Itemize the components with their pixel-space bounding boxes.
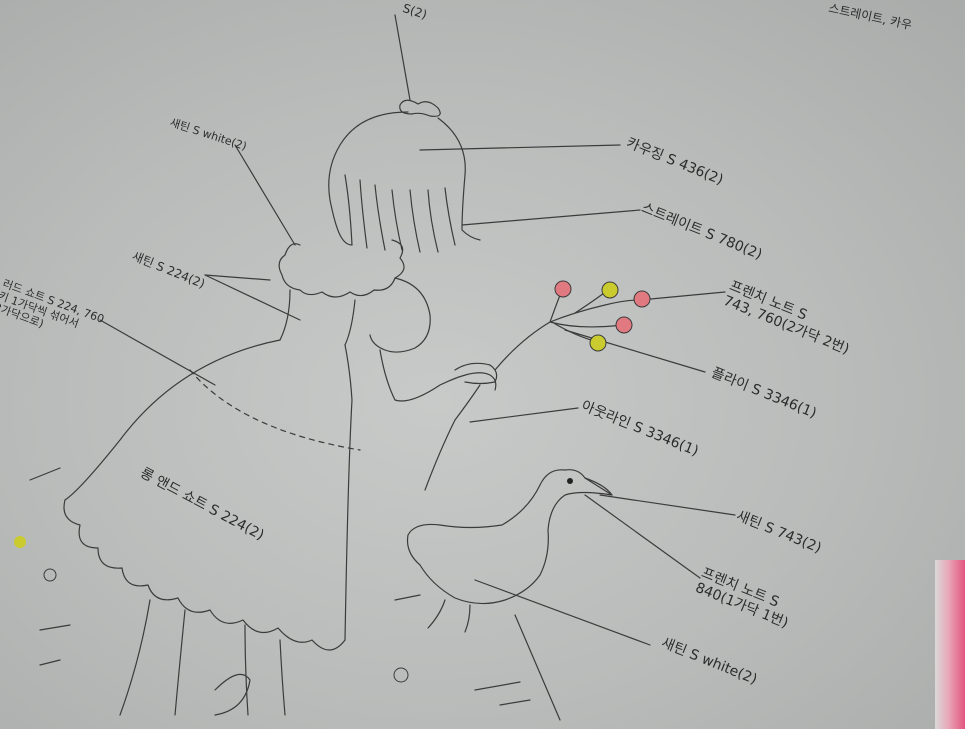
leader-line [564, 329, 706, 373]
leader-line [234, 144, 296, 246]
leader-line [469, 407, 579, 423]
branch [549, 289, 623, 343]
leader-line [461, 209, 641, 226]
sleeve [369, 277, 431, 353]
hair-strands [344, 174, 456, 253]
decoration-dot-yellow [14, 536, 26, 548]
berries [554, 280, 651, 352]
berry-red [633, 290, 651, 308]
decoration-circle [393, 667, 409, 683]
waist-dashed [189, 369, 361, 451]
leader-line [204, 274, 271, 281]
goose [406, 469, 613, 605]
book-edge [935, 560, 965, 729]
branch [424, 384, 481, 491]
skirt-hem [63, 499, 346, 651]
leader-line [419, 144, 621, 151]
berry-yellow [601, 281, 619, 299]
leader-line [599, 494, 736, 516]
goose-eye [567, 478, 573, 484]
legs [119, 599, 286, 716]
hand [454, 362, 498, 385]
branch [494, 299, 641, 371]
leader-line [394, 14, 411, 101]
hair-bow [399, 99, 441, 117]
leader-line [204, 274, 301, 321]
goose-foot [214, 673, 251, 716]
berry-red [554, 280, 572, 298]
arm [379, 349, 497, 402]
berry-yellow [589, 334, 607, 352]
bodice [279, 289, 356, 346]
hair [328, 111, 481, 246]
decoration-circle [43, 568, 57, 582]
leader-line [639, 291, 726, 301]
berry-red [615, 316, 633, 334]
leader-line [99, 319, 216, 386]
collar [278, 239, 405, 298]
goose-beak-line [584, 477, 613, 496]
leader-line [474, 579, 651, 646]
skirt [64, 339, 353, 641]
ground-line [29, 467, 561, 721]
goose-legs [427, 599, 471, 633]
leader-line [584, 494, 701, 579]
